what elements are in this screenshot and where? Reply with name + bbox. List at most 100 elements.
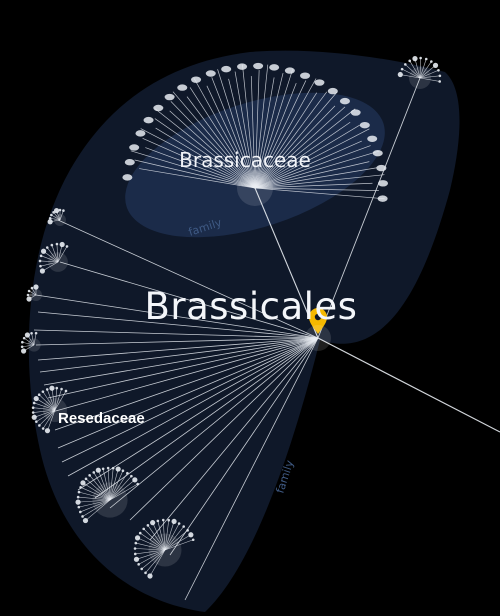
branch-line [37,337,319,361]
branch-line [54,337,319,431]
branch-line [39,337,319,373]
leaf-node[interactable] [339,97,350,105]
branch-line [254,182,373,189]
branch-line [51,337,319,413]
leaf-node[interactable] [221,65,232,73]
branch-line [149,337,319,541]
leaf-node[interactable] [376,164,387,172]
branch-line [67,337,319,477]
branch-lines [33,64,500,601]
branch-line [254,78,317,189]
branch-line [189,87,256,189]
branch-line [77,337,319,491]
branch-line [154,118,256,189]
leaf-node[interactable] [122,174,133,181]
branch-line [184,337,319,601]
leaf-node[interactable] [372,149,383,157]
branch-line [254,80,307,189]
leaf-fan[interactable] [75,466,140,524]
branch-line [134,159,256,189]
branch-line [154,108,256,189]
branch-line [129,337,319,521]
order-node[interactable] [305,325,331,351]
branch-line [254,150,380,189]
branch-line [140,128,256,189]
leaf-node[interactable] [177,84,188,91]
leaf-node[interactable] [191,76,202,83]
leaf-node[interactable] [153,104,164,112]
leaf-fan[interactable] [20,331,41,354]
leaf-node[interactable] [350,109,361,116]
leaf-fan[interactable] [47,208,66,226]
location-pin-icon[interactable] [309,308,327,334]
leaf-fan[interactable] [26,284,42,302]
branch-line [254,167,378,189]
branch-line [59,261,319,339]
branch-line [317,337,500,433]
branch-line [254,108,356,189]
branch-line [254,91,338,189]
leaf-node[interactable] [205,70,216,77]
leaf-node[interactable] [300,72,311,79]
leaf-node[interactable] [269,64,280,71]
leaf-node[interactable] [129,144,140,151]
branch-line [254,128,370,189]
leaf-node[interactable] [124,159,135,166]
leaf-node[interactable] [143,116,154,124]
leaf-fan[interactable] [38,241,69,274]
leaf-fan[interactable] [133,518,195,579]
leaf-node[interactable] [359,121,370,129]
branch-line [169,110,256,189]
branch-line [254,145,371,189]
branch-line [317,77,421,339]
branch-line [250,76,256,189]
branch-line [254,72,284,189]
branch-line [61,337,319,463]
branch-line [94,337,319,499]
branch-line [254,105,336,189]
leaf-fan[interactable] [31,385,68,434]
branch-line [254,187,385,200]
branch-line [172,91,256,189]
branch-line [254,124,360,189]
order-label[interactable]: Brassicales [145,285,358,328]
branch-line [217,69,256,189]
brassicaceae-node[interactable] [237,170,273,206]
branch-line [211,77,256,189]
branch-line [37,311,319,339]
branch-line [35,294,319,339]
leaf-node[interactable] [314,79,325,86]
branch-line [130,150,256,189]
leaf-node[interactable] [253,62,264,70]
leaf-node[interactable] [327,87,338,95]
branch-line [254,106,346,189]
branch-line [206,85,256,189]
branch-line [186,96,256,189]
branch-line [254,91,328,189]
leaf-node[interactable] [135,130,146,137]
branch-line [57,219,319,339]
branch-line [254,187,379,191]
leaf-node[interactable] [164,93,175,101]
branch-line [57,337,319,449]
branch-line [33,329,319,339]
branch-line [254,121,351,189]
branch-line [254,161,370,189]
branch-line [254,82,297,189]
branch-line [145,147,256,189]
leaf-node[interactable] [237,63,248,70]
leaf-node[interactable] [378,180,389,187]
branch-line [155,127,256,189]
branch-line [254,187,319,339]
leaf-node[interactable] [284,67,295,74]
branch-line [254,69,293,189]
leaf-node[interactable] [377,195,388,202]
branch-line [254,77,275,189]
leaf-fan[interactable] [397,56,442,89]
brassicaceae-label[interactable]: Brassicaceae [179,148,311,172]
leaf-node[interactable] [367,135,378,142]
branch-line [47,337,319,399]
resedaceae-label[interactable]: Resedaceae [58,410,145,427]
